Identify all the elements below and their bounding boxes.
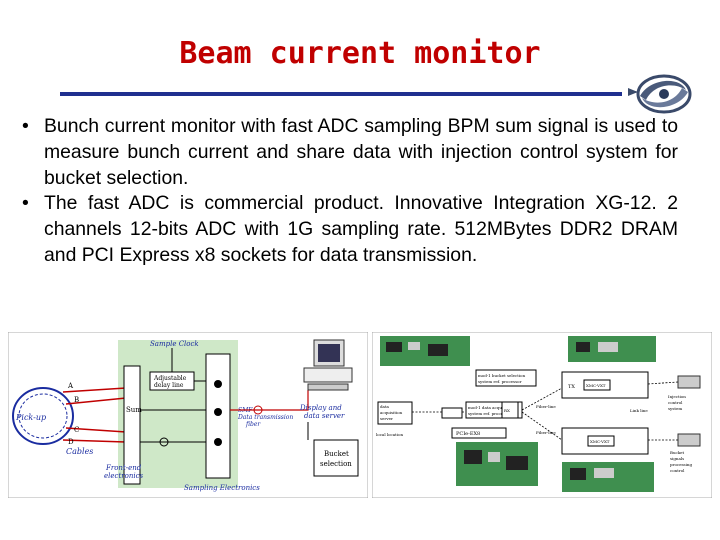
port-label: A (67, 382, 74, 390)
title-underline (60, 92, 622, 96)
delay-line-label: Adjustable (153, 375, 187, 382)
adc-board-bottom (456, 442, 538, 486)
port-label: D (68, 438, 74, 446)
right-bottom-label: processing (670, 462, 692, 467)
right-top-label: system (668, 406, 682, 411)
rx-label: RX (504, 408, 510, 413)
link-label: Link line (630, 408, 648, 413)
hardware-block-diagram: data acquisition server local location P… (372, 332, 712, 498)
fiber-label: fiber (245, 421, 261, 428)
port-label: B (74, 396, 79, 404)
local-location-label: local location (376, 432, 403, 437)
right-bottom-label: control (670, 468, 685, 473)
tx-label: TX (568, 384, 575, 390)
fiber-top-label: Fiber-line (536, 404, 556, 409)
data-acq-label: server (380, 416, 393, 421)
data-acq-box (377, 401, 413, 425)
front-end-label: electronics (104, 472, 143, 480)
mod-top-label: mod-1 bucket selection (478, 373, 526, 378)
cables (62, 387, 127, 443)
bucket-label: Bucket (324, 450, 349, 458)
sum-label: Sum (126, 406, 142, 414)
pcie-box (451, 427, 507, 439)
pcie-label: PCIe-EX8 (456, 431, 480, 437)
slide-title: Beam current monitor (179, 36, 541, 71)
xmc-label: XMC-VXT (586, 383, 606, 388)
fiber-label: Data transmission (237, 414, 293, 421)
front-end-label: Front-end (105, 464, 142, 472)
port-label: C (74, 426, 79, 434)
sum-box (123, 365, 141, 485)
cables-label: Cables (66, 447, 93, 456)
right-bottom-label: signals (670, 456, 684, 461)
mod-mid-label: system ref. processor (468, 411, 512, 416)
pickup-label: Pick-up (15, 413, 46, 422)
data-acq-label: acquisition (380, 410, 403, 415)
bucket-label: selection (320, 460, 352, 468)
right-bottom-label: Bucket (670, 450, 685, 455)
bullet-item: The fast ADC is commercial product. Inno… (22, 191, 678, 268)
data-acq-label: data (380, 404, 390, 409)
bcm-schematic-diagram: A B C D Pick-up Cables Sum Adjustable de… (8, 332, 368, 498)
bullet-list: Bunch current monitor with fast ADC samp… (22, 114, 678, 269)
fiber-bottom-label: Fiber-line (536, 430, 556, 435)
mod-top-label: system ref. processor (478, 379, 522, 384)
computer-icon (303, 339, 353, 391)
mod-box-top (475, 369, 537, 387)
display-label: Display and (299, 404, 342, 412)
adc-board-top (380, 336, 470, 366)
controller-icon (677, 433, 701, 447)
mod-mid-label: mod-1 data acquisition (468, 405, 515, 410)
controller-icon (677, 375, 701, 389)
adc-board-right-top (568, 336, 656, 362)
delay-line-label: delay line (154, 382, 184, 389)
adc-board-right-bottom (562, 462, 654, 492)
sampling-electronics-label: Sampling Electronics (184, 484, 260, 492)
beam-pipe (12, 387, 74, 445)
bullet-item: Bunch current monitor with fast ADC samp… (22, 114, 678, 191)
xmc-label: XMC-VXT (590, 439, 610, 444)
bucket-selection-box (313, 439, 359, 477)
sample-clock-label: Sample Clock (150, 340, 199, 348)
institute-logo-icon (628, 74, 692, 114)
display-label: data server (304, 412, 345, 420)
right-top-label: control (668, 400, 683, 405)
right-top-label: Injection (668, 394, 686, 399)
